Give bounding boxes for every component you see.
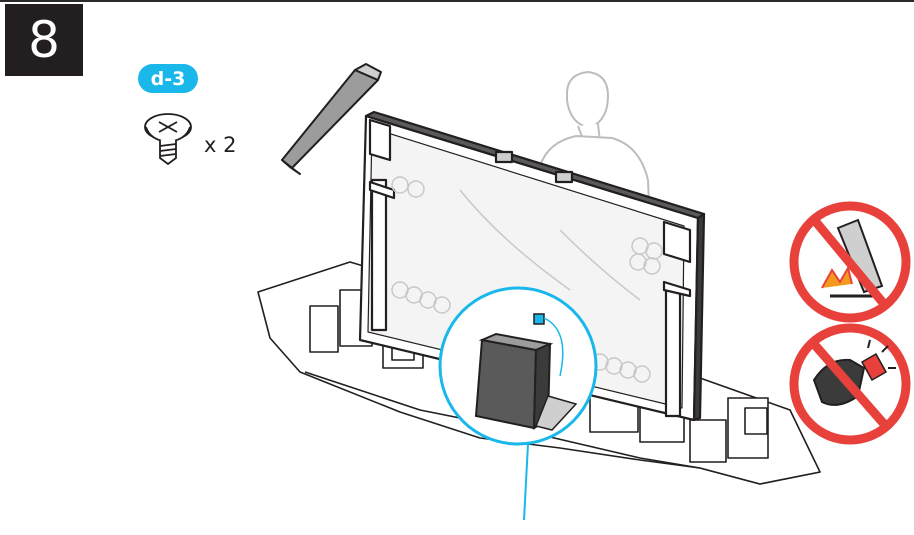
step-number: 8 xyxy=(5,4,83,76)
film-markings xyxy=(391,176,663,383)
screw-icon xyxy=(144,113,192,166)
no-impact-icon xyxy=(789,323,911,445)
part-quantity: x 2 xyxy=(204,133,237,157)
no-drop-on-hard-floor-icon xyxy=(789,201,911,323)
part-code-badge: d-3 xyxy=(138,64,198,93)
detail-callout xyxy=(438,286,598,521)
top-rule xyxy=(0,0,914,2)
stand-bar-part xyxy=(281,63,382,175)
